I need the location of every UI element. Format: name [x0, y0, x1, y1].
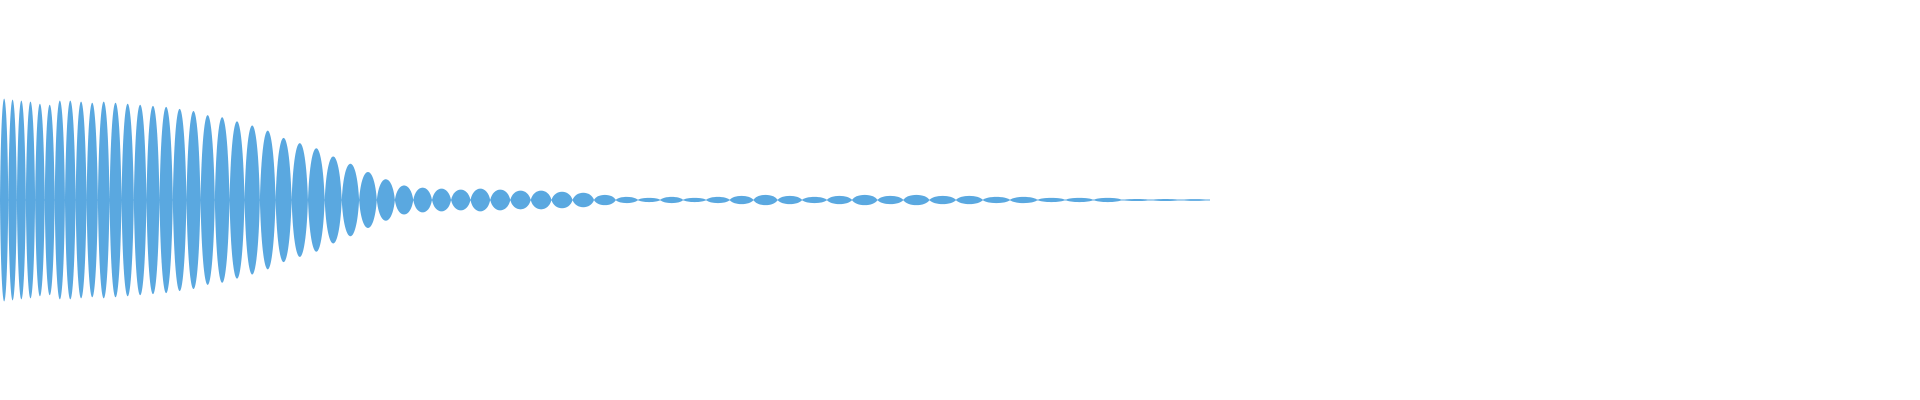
waveform-signal [0, 98, 1210, 302]
waveform-lobe [200, 115, 215, 285]
waveform-lobe [259, 130, 276, 270]
waveform-lobe [982, 196, 1010, 204]
waveform-lobe [929, 195, 956, 205]
waveform-lobe [1150, 198, 1181, 202]
waveform-lobe [729, 195, 754, 205]
waveform-lobe [172, 108, 187, 292]
waveform-lobe [777, 195, 803, 205]
waveform-lobe [16, 100, 26, 300]
waveform-lobe [186, 110, 201, 290]
waveform-lobe [615, 196, 638, 204]
waveform-lobe [86, 102, 98, 298]
waveform-lobe [490, 189, 511, 211]
waveform-lobe [359, 172, 377, 228]
waveform-lobe [572, 192, 594, 208]
waveform-lobe [753, 194, 778, 206]
waveform-lobe [0, 98, 9, 302]
waveform-lobe [413, 187, 432, 213]
waveform-lobe [133, 104, 147, 296]
waveform-lobe [376, 179, 395, 221]
waveform-lobe [341, 163, 360, 237]
waveform-lobe [594, 194, 616, 206]
waveform-lobe [109, 102, 122, 298]
waveform-lobe [1065, 197, 1094, 203]
waveform-lobe [530, 190, 552, 210]
waveform-lobe [394, 185, 414, 215]
waveform-lobe [683, 197, 707, 203]
waveform-lobe [903, 194, 930, 206]
waveform-lobe [510, 190, 531, 210]
waveform-lobe [826, 195, 853, 205]
waveform-lobe [214, 117, 230, 283]
waveform-lobe [8, 99, 17, 301]
waveform-lobe [291, 143, 308, 257]
waveform-lobe [44, 104, 55, 296]
waveform-lobe [637, 197, 661, 203]
waveform-lobe [25, 101, 36, 299]
waveform-lobe [660, 196, 684, 204]
waveform-lobe [64, 100, 76, 300]
waveform-lobe [244, 125, 260, 275]
waveform-lobe [706, 196, 730, 204]
waveform-lobe [121, 103, 134, 297]
waveform-lobe [1122, 198, 1151, 202]
waveform-lobe [877, 195, 904, 205]
waveform-lobe [551, 191, 573, 209]
waveform-lobe [146, 105, 160, 295]
waveform-lobe [1180, 199, 1210, 201]
waveform-lobe [852, 194, 878, 206]
waveform-lobe [1009, 196, 1038, 204]
waveform-lobe [955, 195, 983, 205]
waveform-lobe [35, 103, 45, 297]
waveform-lobe [275, 137, 292, 263]
waveform-lobe [1037, 197, 1066, 203]
waveform-lobe [159, 106, 173, 294]
waveform-lobe [432, 188, 452, 212]
waveform-lobe [324, 156, 342, 244]
waveform-lobe [229, 121, 245, 279]
waveform-lobe [54, 100, 65, 300]
waveform-lobe [451, 189, 471, 211]
waveform-lobe [470, 188, 491, 212]
waveform-lobe [802, 196, 827, 204]
waveform-lobe [97, 101, 110, 299]
waveform-lobe [1093, 197, 1123, 203]
waveform-lobe [75, 101, 87, 299]
waveform-lobe [307, 148, 325, 252]
